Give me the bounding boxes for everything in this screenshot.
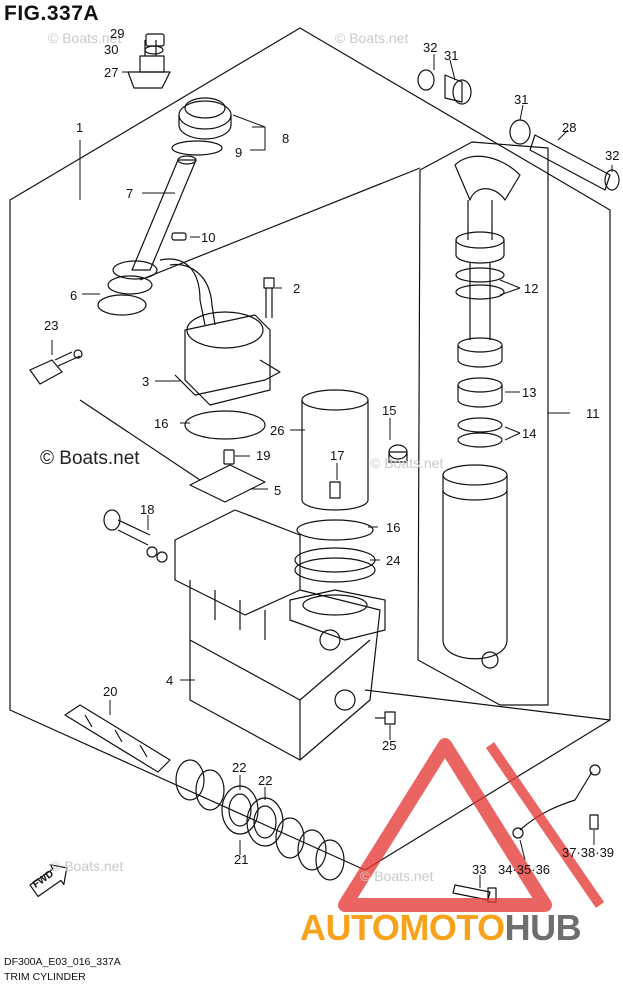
callout-37-38-39: 37·38·39 [562,845,615,860]
guide-line [364,689,611,721]
callout-25: 25 [382,738,397,753]
plug-15 [388,444,408,463]
brand-text-automoto: AUTOMOTO [300,907,505,948]
callout-4: 4 [166,673,174,688]
fwd-arrow [29,864,68,898]
brand-logo-text: AUTOMOTOHUB [300,907,582,949]
ring-24 [294,547,376,573]
o-ring-9 [171,140,223,156]
callout-22: 22 [258,773,273,788]
figure-title: FIG.337A [4,2,100,25]
callout-30: 30 [104,42,119,57]
o-ring-16 [184,410,266,440]
bracket-body-4 [174,509,381,761]
callout-2: 2 [293,281,301,296]
callout-20: 20 [103,684,118,699]
guide-line [139,167,421,281]
plate-5 [189,464,266,503]
watermark-text: © Boats.net [48,30,122,46]
callout-15: 15 [382,403,397,418]
screw-2 [263,277,275,318]
figure-caption: TRIM CYLINDER [4,971,86,983]
bolt-17 [329,481,341,499]
callout-32: 32 [423,40,438,55]
shaft-20 [64,704,171,773]
tube-7 [131,155,197,271]
callout-24: 24 [386,553,401,568]
figure-code: DF300A_E03_016_337A [4,956,121,968]
callout-27: 27 [104,65,119,80]
callout-8: 8 [282,131,290,146]
cylinder-11 [442,464,508,669]
watermark-text: © Boats.net [360,868,434,884]
cylinder-base [289,589,386,641]
callout-6: 6 [70,288,78,303]
callout-10: 10 [201,230,216,245]
cylinder-group-outline [417,141,549,706]
bushing-31-32 [417,69,531,145]
callout-3: 3 [142,374,150,389]
callout-34-35-36: 34·35·36 [498,862,551,877]
o-rings-6 [97,260,158,316]
callout-11: 11 [586,406,600,421]
callout-1: 1 [76,120,84,135]
screw-37-38-39 [589,814,599,830]
callout-31: 31 [444,48,459,63]
callout-9: 9 [235,145,243,160]
callout-29: 29 [110,26,125,41]
callout-7: 7 [126,186,134,201]
watermark-text: © Boats.net [370,455,444,471]
bolt-25 [375,711,396,725]
callout-14: 14 [522,426,537,441]
cap-8 [178,97,232,140]
callout-23: 23 [44,318,59,333]
cylinder-26 [301,389,369,511]
watermark-text: © Boats.net [50,858,124,874]
valve-23 [29,349,83,385]
callout-28: 28 [562,120,577,135]
ground-wire [512,764,601,839]
callout-12: 12 [524,281,539,296]
callout-16: 16 [386,520,401,535]
callout-13: 13 [522,385,537,400]
brand-triangle-logo [338,738,605,912]
guide-line [79,399,201,481]
callout-33: 33 [472,862,487,877]
bolt-27-29-30 [127,33,171,89]
callout-26: 26 [270,423,285,438]
callout-19: 19 [256,448,271,463]
callout-17: 17 [330,448,345,463]
callout-18: 18 [140,502,155,517]
pin-10 [171,232,187,241]
valve-18 [103,509,168,563]
watermark-main: © Boats.net [40,448,140,469]
callout-16: 16 [154,416,169,431]
brand-text-hub: HUB [504,907,582,948]
bolt-19 [223,449,235,465]
callout-31: 31 [514,92,529,107]
callout-22: 22 [232,760,247,775]
o-ring-16b [296,519,374,541]
watermark-text: © Boats.net [335,30,409,46]
motor-3 [159,258,281,406]
callout-5: 5 [274,483,282,498]
callout-21: 21 [234,852,249,867]
callout-32: 32 [605,148,620,163]
rod-assembly [454,155,521,448]
pin-28 [529,134,611,191]
leader-lines [51,54,613,888]
